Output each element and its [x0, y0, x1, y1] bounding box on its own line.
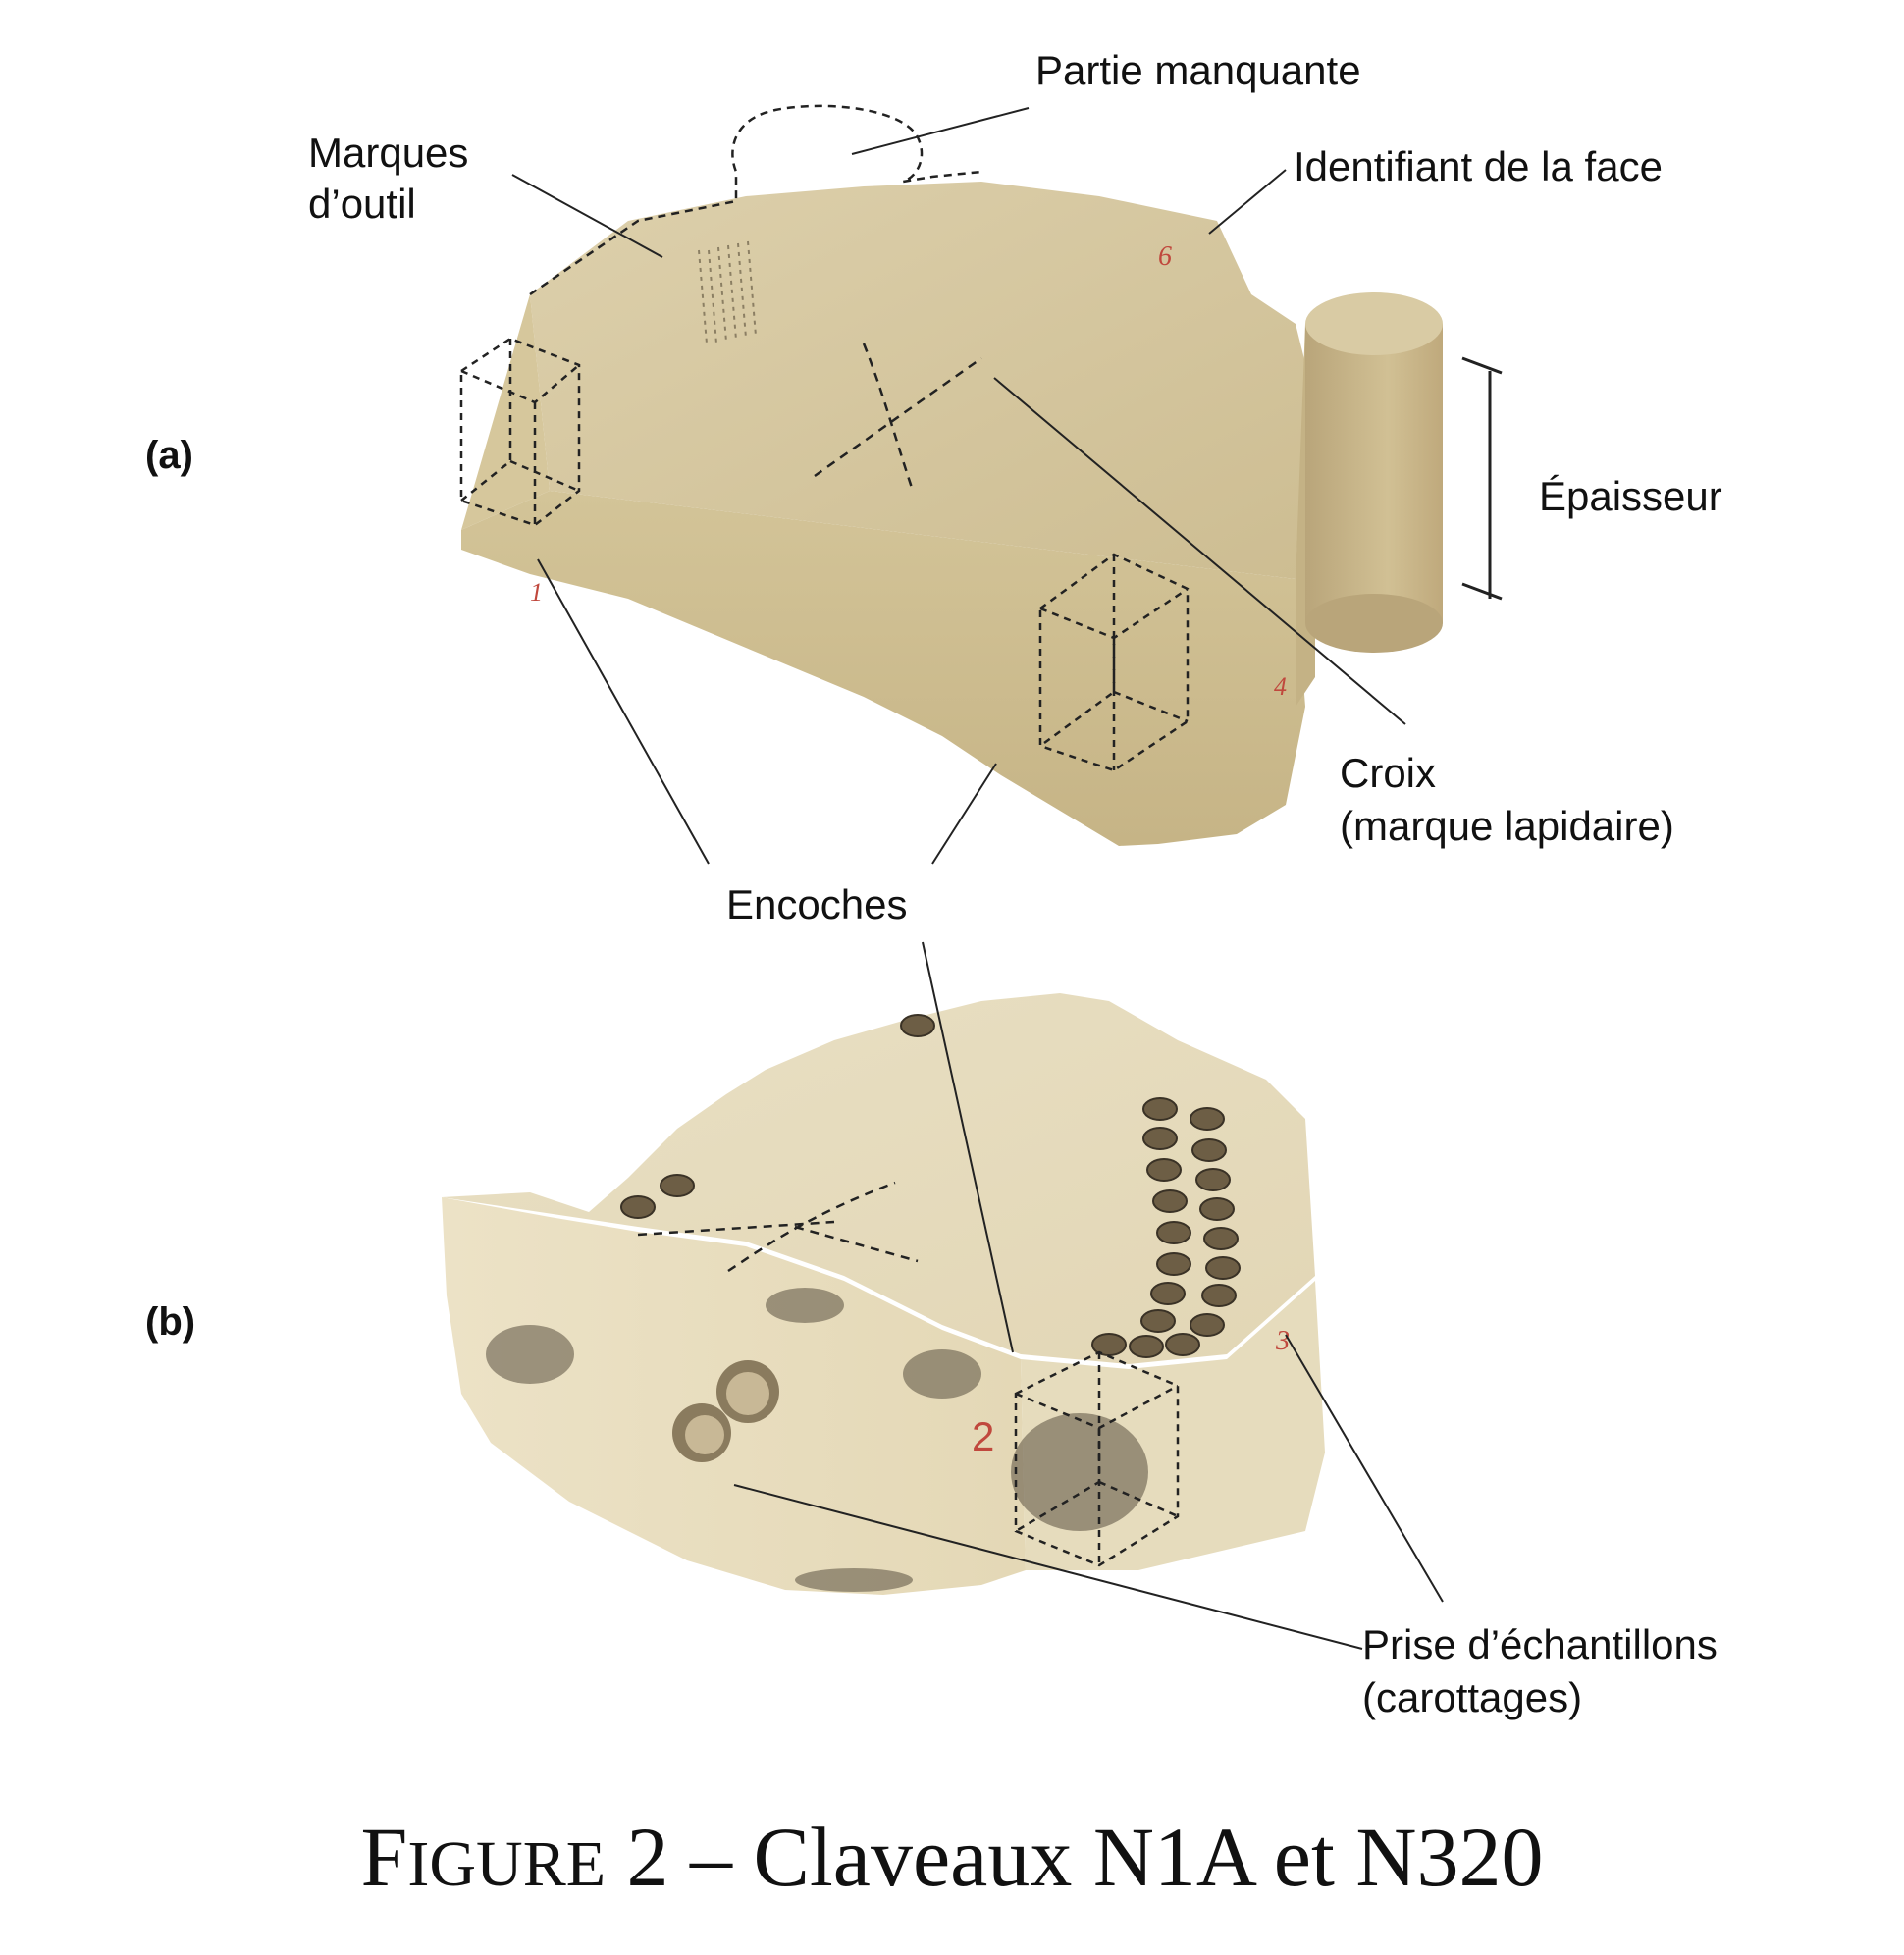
- notch-left-a: [459, 337, 581, 527]
- figure-caption: FIGURE 2 – Claveaux N1A et N320: [0, 1808, 1904, 1906]
- face-id-a-right: 4: [1274, 672, 1287, 701]
- leader-prise-2: [733, 1484, 1363, 1650]
- leader-prise-1: [1285, 1334, 1444, 1603]
- leader-encoches-2: [931, 763, 997, 865]
- soot-patches: [486, 1288, 1148, 1592]
- thickness-bracket: [1461, 356, 1503, 601]
- tool-marks: [698, 240, 757, 344]
- leader-encoches-3: [922, 941, 1014, 1353]
- notch-right-a: [1038, 553, 1190, 772]
- core-holes-top: [620, 1014, 1241, 1358]
- notch-b: [1014, 1350, 1180, 1567]
- leader-lines: [511, 107, 1444, 1650]
- label-croix-line1: Croix: [1340, 750, 1437, 796]
- face-id-b-front: 2: [972, 1413, 994, 1459]
- label-croix-line2: (marque lapidaire): [1340, 803, 1674, 849]
- face-id-a-top: 6: [1158, 241, 1172, 272]
- voussoir-a: [459, 104, 1503, 846]
- label-encoches: Encoches: [726, 881, 908, 927]
- caption-rest: 2 – Claveaux N1A et N320: [606, 1810, 1544, 1904]
- label-marques-line1: Marques: [308, 130, 469, 176]
- label-identifiant: Identifiant de la face: [1294, 143, 1663, 189]
- voussoir-b: [442, 993, 1325, 1595]
- label-partie-manquante: Partie manquante: [1035, 47, 1361, 93]
- face-id-b-right: 3: [1275, 1326, 1290, 1356]
- leader-marques: [511, 174, 663, 258]
- cross-mark-b: [637, 1181, 919, 1273]
- voussoir-a-tenon: [1305, 324, 1443, 623]
- label-prise-line1: Prise d’échantillons: [1362, 1621, 1718, 1667]
- leader-croix: [993, 377, 1406, 725]
- panel-label-a: (a): [145, 434, 193, 477]
- face-id-a-left: 1: [530, 578, 543, 607]
- voussoir-a-top-face: [530, 182, 1305, 579]
- label-epaisseur: Épaisseur: [1539, 473, 1722, 519]
- caption-first-letter: F: [360, 1810, 408, 1904]
- leader-partie-manquante: [851, 107, 1030, 155]
- label-marques-line2: d’outil: [308, 181, 416, 227]
- voussoir-a-front-face: [461, 491, 1305, 846]
- missing-part-outline: [529, 104, 982, 296]
- label-prise-line2: (carottages): [1362, 1674, 1583, 1720]
- voussoir-b-top-face: [442, 993, 1315, 1364]
- panel-label-b: (b): [145, 1300, 196, 1344]
- caption-small-caps: IGURE: [407, 1828, 607, 1900]
- leader-identifiant: [1208, 169, 1287, 235]
- cross-mark-a: [814, 343, 982, 492]
- leader-encoches-1: [537, 558, 710, 865]
- core-holes-front: [672, 1360, 779, 1462]
